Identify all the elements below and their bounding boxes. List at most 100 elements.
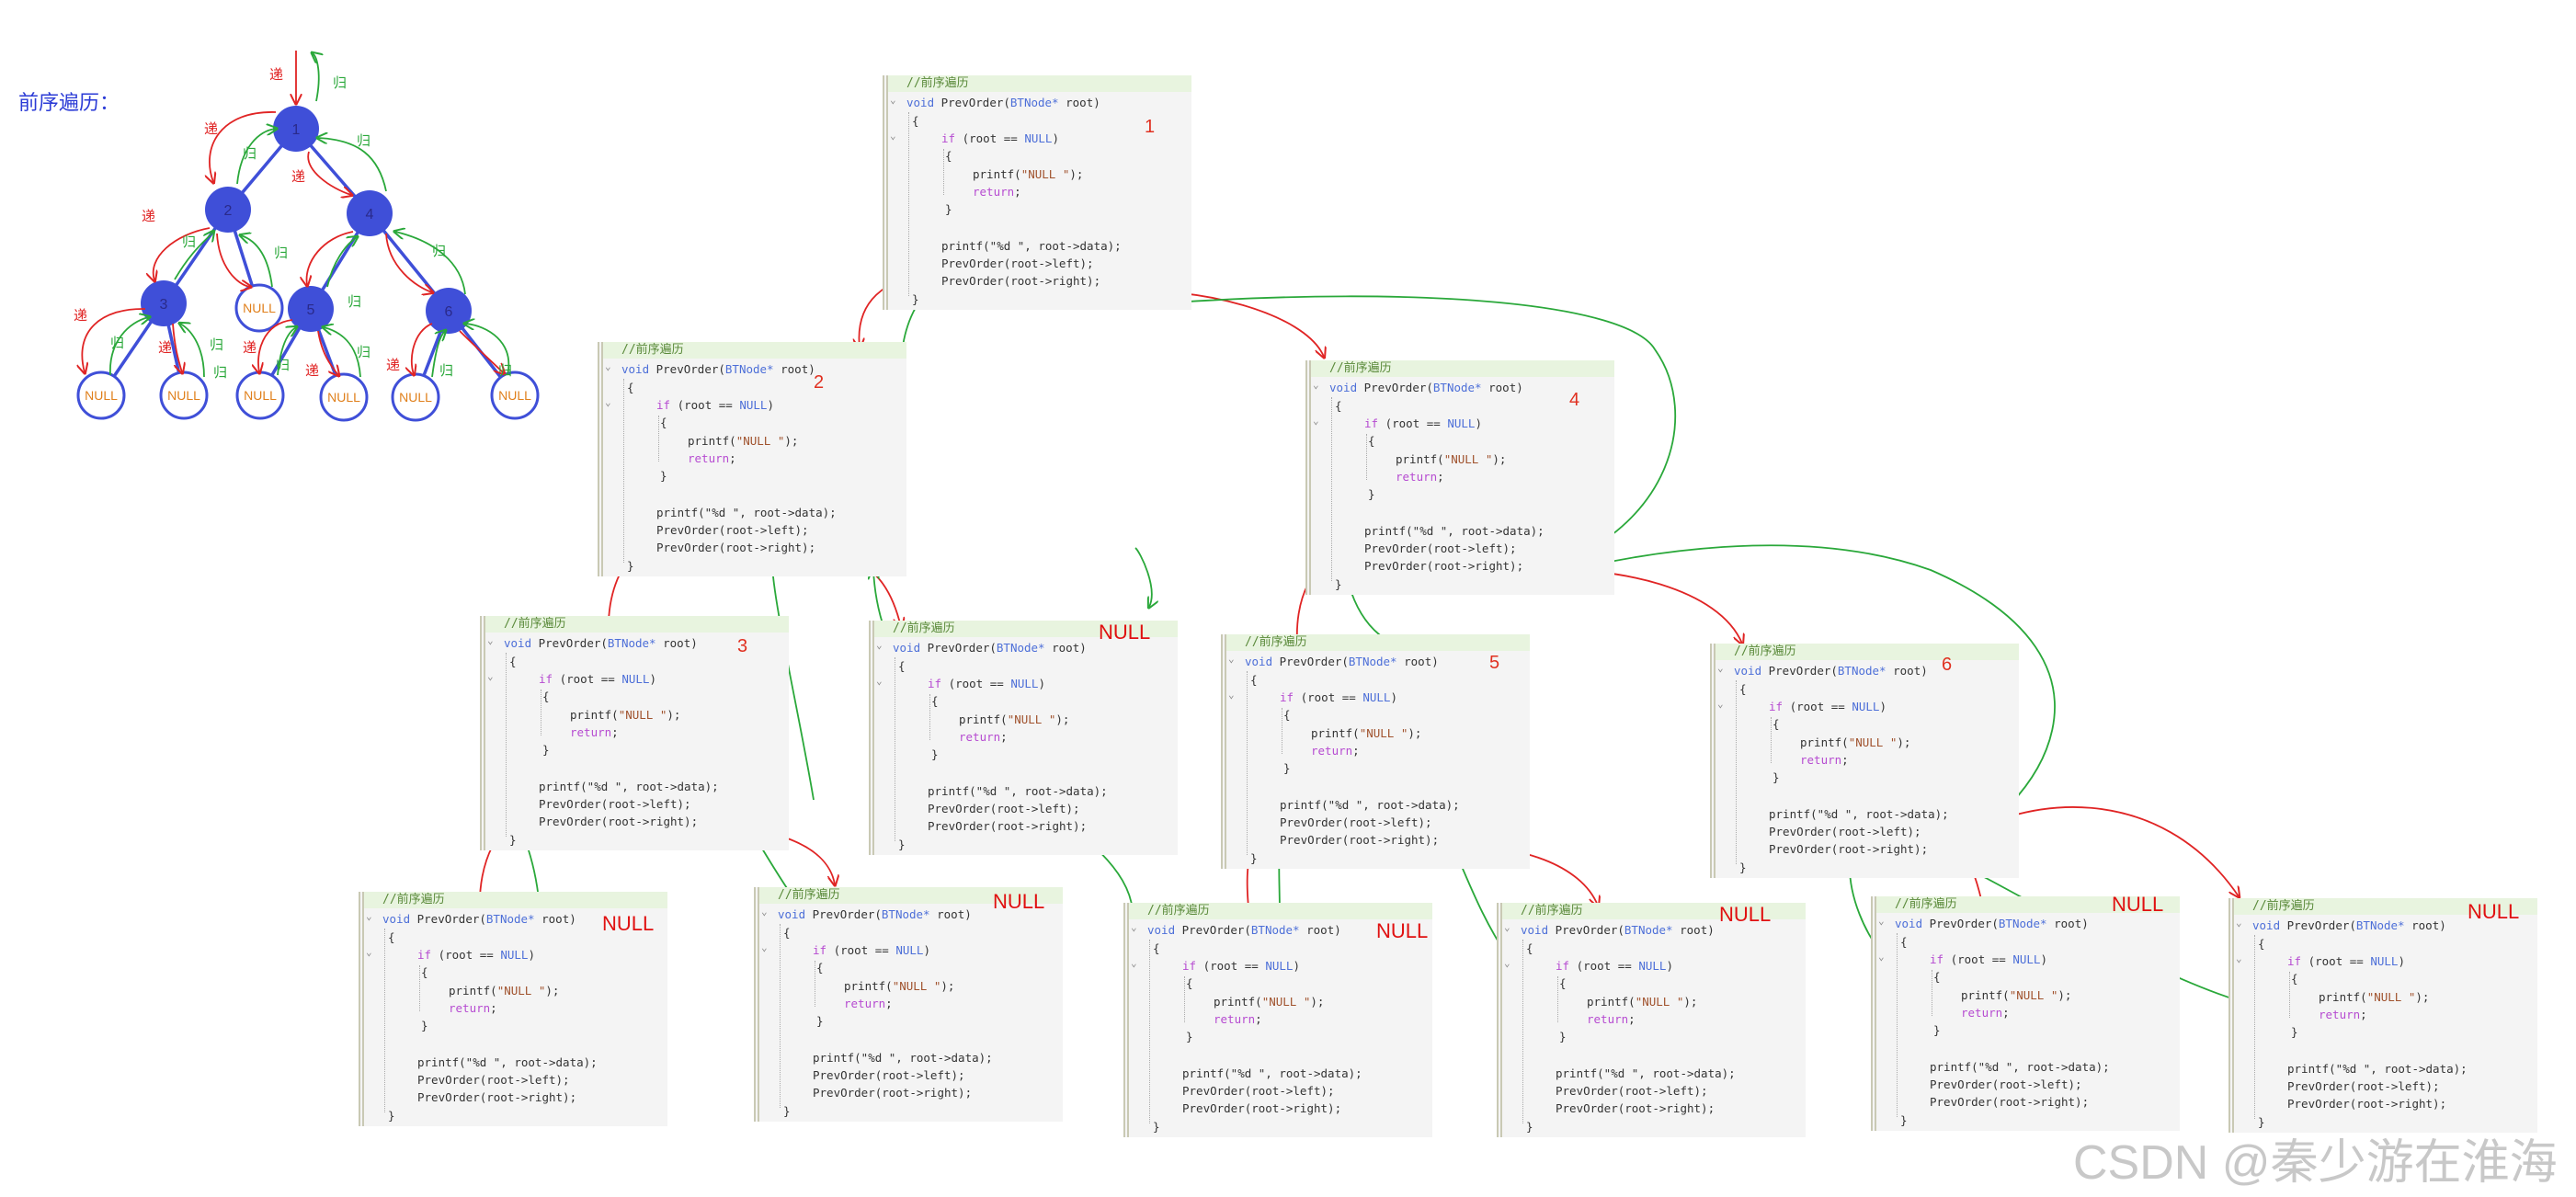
- code-token: PrevOrder(root->left);: [1930, 1077, 2082, 1091]
- code-line: void PrevOrder(BTNode* root): [2252, 917, 2446, 934]
- code-line: return;: [449, 999, 497, 1017]
- code-token: ;: [1628, 1012, 1636, 1026]
- code-token: PrevOrder(root->left);: [1364, 542, 1517, 555]
- code-token: ;: [729, 451, 736, 465]
- return-label: 归: [348, 293, 361, 310]
- code-token: );: [545, 984, 560, 998]
- panel-step-label: NULL: [1376, 919, 1429, 942]
- code-comment: //前序遍历: [2234, 898, 2537, 915]
- code-line: {: [388, 929, 395, 946]
- code-token: ): [923, 943, 930, 957]
- code-line: {: [2258, 935, 2265, 952]
- code-token: );: [784, 434, 799, 448]
- code-token: {: [1772, 717, 1780, 731]
- return-label: 归: [357, 344, 370, 360]
- code-token: ): [1038, 677, 1045, 690]
- indent-guide: [384, 929, 385, 1112]
- code-token: PrevOrder(root->right);: [1769, 842, 1929, 856]
- code-token: }: [627, 559, 634, 573]
- code-token: root): [1299, 923, 1341, 937]
- code-panel-p2: //前序遍历⌄⌄void PrevOrder(BTNode* root){if …: [598, 342, 906, 576]
- code-token: PrevOrder(root->left);: [928, 802, 1080, 815]
- code-token: "NULL ": [735, 434, 785, 448]
- code-token: {: [931, 694, 939, 708]
- code-token: printf("%d ", root->data);: [656, 506, 837, 519]
- code-line: return;: [688, 450, 736, 467]
- code-line: PrevOrder(root->left);: [1556, 1082, 1708, 1100]
- code-token: root): [655, 636, 698, 650]
- code-line: if (root == NULL): [1556, 957, 1673, 975]
- code-token: {: [1250, 673, 1258, 687]
- fold-chevron-icon: ⌄: [366, 946, 372, 958]
- code-token: {: [1153, 941, 1160, 955]
- code-line: }: [2258, 1113, 2265, 1131]
- code-line: printf("%d ", root->data);: [1556, 1065, 1736, 1082]
- code-token: ): [2040, 952, 2047, 966]
- code-line: PrevOrder(root->left);: [2287, 1077, 2440, 1095]
- code-line: printf("NULL ");: [1214, 993, 1324, 1010]
- code-line: }: [1153, 1118, 1160, 1135]
- return-arrow: [241, 235, 273, 288]
- code-token: void: [382, 912, 411, 926]
- tree-null-node: [76, 370, 126, 420]
- code-line: printf("%d ", root->data);: [928, 782, 1108, 800]
- code-token: if: [1280, 690, 1294, 704]
- code-token: NULL: [895, 943, 924, 957]
- code-token: PrevOrder(root->left);: [1769, 825, 1921, 838]
- code-token: (root ==: [1783, 700, 1852, 713]
- recurse-arrow: [412, 323, 433, 374]
- code-token: root): [929, 907, 972, 921]
- code-line: PrevOrder(root->right);: [928, 817, 1087, 835]
- code-comment: //前序遍历: [485, 616, 789, 633]
- code-token: "NULL ": [1443, 452, 1493, 466]
- code-token: PrevOrder(root->right);: [417, 1090, 577, 1104]
- code-line: PrevOrder(root->left);: [1364, 540, 1517, 557]
- code-token: PrevOrder(root->left);: [417, 1073, 570, 1087]
- fold-chevron-icon: ⌄: [487, 670, 494, 682]
- return-arrow: [465, 324, 510, 376]
- code-token: if: [417, 948, 432, 962]
- code-line: PrevOrder(root->right);: [813, 1084, 972, 1101]
- code-token: NULL: [621, 672, 650, 686]
- code-token: BTNode*: [485, 912, 535, 926]
- code-line: printf("%d ", root->data);: [2287, 1060, 2468, 1077]
- code-token: PrevOrder(root->right);: [1930, 1095, 2090, 1109]
- code-line: }: [1933, 1021, 1941, 1039]
- code-token: PrevOrder(root->left);: [539, 797, 691, 811]
- code-token: ): [2398, 954, 2405, 968]
- code-line: }: [1559, 1028, 1567, 1045]
- code-token: root): [1672, 923, 1715, 937]
- code-token: {: [509, 655, 517, 668]
- code-token: void: [893, 641, 921, 655]
- code-line: PrevOrder(root->right);: [1280, 831, 1439, 849]
- code-token: root): [534, 912, 576, 926]
- code-token: return: [1961, 1006, 2003, 1020]
- code-token: NULL: [1362, 690, 1391, 704]
- indent-guide: [908, 112, 909, 296]
- tree-node-label: 1: [292, 122, 301, 138]
- code-token: PrevOrder(root->right);: [656, 541, 816, 554]
- code-token: }: [816, 1014, 824, 1028]
- code-token: if: [928, 677, 942, 690]
- code-comment: //前序遍历: [1876, 896, 2180, 913]
- tree-node: [288, 286, 334, 332]
- code-line: {: [945, 147, 952, 165]
- code-token: PrevOrder(: [2280, 918, 2356, 932]
- code-token: if: [1556, 959, 1570, 973]
- code-token: {: [660, 416, 667, 429]
- code-line: {: [1250, 671, 1258, 689]
- fold-chevron-icon: ⌄: [876, 675, 883, 687]
- code-line: PrevOrder(root->right);: [1182, 1100, 1341, 1117]
- code-token: printf("%d ", root->data);: [1556, 1066, 1736, 1080]
- code-token: "NULL ": [1261, 995, 1311, 1009]
- code-line: void PrevOrder(BTNode* root): [382, 910, 576, 928]
- code-token: printf("%d ", root->data);: [1769, 807, 1949, 821]
- code-token: BTNode*: [607, 636, 656, 650]
- code-line: PrevOrder(root->left);: [1280, 814, 1432, 831]
- indent-guide: [1897, 933, 1898, 1117]
- code-line: printf("NULL ");: [570, 706, 680, 724]
- code-token: ): [767, 398, 774, 412]
- code-token: void: [1147, 923, 1176, 937]
- code-line: {: [1900, 933, 1908, 951]
- code-token: );: [1897, 735, 1911, 749]
